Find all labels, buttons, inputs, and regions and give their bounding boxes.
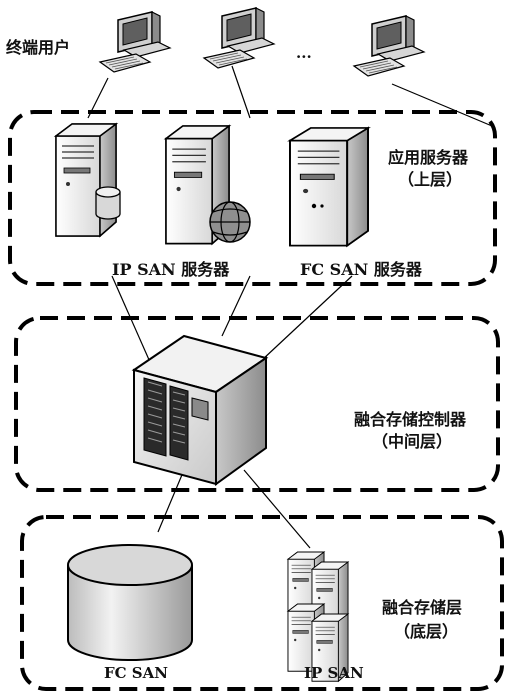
- link-user3-layer: [391, 83, 493, 127]
- storage-controller-icon: [131, 334, 269, 486]
- storage-layer-label: 融合存储层: [382, 598, 463, 617]
- link-user1-server: [87, 77, 109, 119]
- server-dot: [320, 204, 324, 208]
- fc-san-server-label: FC SAN 服务器: [300, 260, 422, 279]
- workstation-icon: [203, 7, 275, 69]
- link-controller-ipsan: [243, 469, 311, 549]
- fc-san-storage-icon: [67, 544, 193, 661]
- globe-icon: [209, 201, 251, 243]
- server-dot: [311, 203, 317, 209]
- ip-san-label: IP SAN: [304, 664, 364, 682]
- controller-layer-box: [14, 316, 500, 492]
- database-icon: [95, 186, 121, 220]
- ellipsis-label: ...: [296, 44, 312, 62]
- ip-san-server-label: IP SAN 服务器: [112, 260, 230, 279]
- storage-layer-box: [20, 515, 504, 691]
- application-layer-box: [8, 110, 497, 286]
- server-icon: [289, 127, 369, 247]
- app-server-layer-label: 应用服务器: [388, 148, 469, 167]
- link-fcsan-controller: [261, 275, 353, 361]
- workstation-icon: [99, 11, 171, 73]
- end-users-label: 终端用户: [6, 38, 71, 57]
- link-user2-server: [231, 65, 251, 119]
- controller-layer-label: 融合存储控制器: [354, 410, 467, 429]
- fc-san-label: FC SAN: [104, 664, 168, 682]
- link-server-controller: [221, 275, 251, 337]
- app-server-layer-sublabel: （上层）: [398, 170, 463, 189]
- connection-lines: [87, 65, 493, 549]
- controller-layer-sublabel: （中间层）: [372, 432, 453, 451]
- storage-layer-sublabel: （底层）: [394, 622, 459, 641]
- ip-san-server-stack-icon: [287, 551, 349, 682]
- link-controller-fcsan: [157, 469, 185, 533]
- link-ipsan-controller: [111, 275, 151, 363]
- workstation-icon: [353, 15, 425, 77]
